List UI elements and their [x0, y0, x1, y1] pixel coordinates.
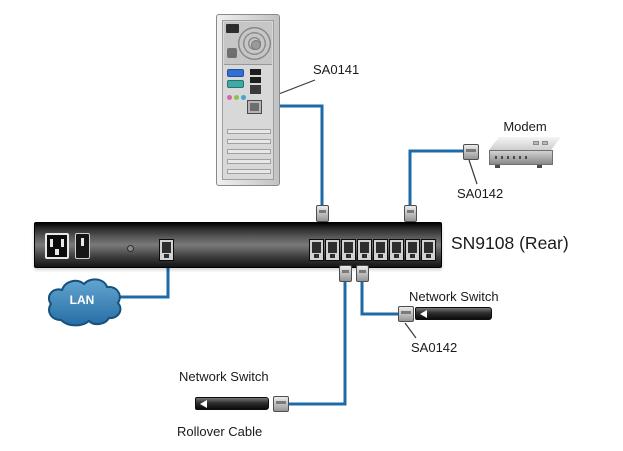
pointer-sa0142-modem [468, 159, 478, 185]
cable-device-to-rollover-switch [287, 276, 347, 406]
serial-port [227, 80, 244, 88]
cable-device-to-lan [112, 264, 170, 299]
network-switch-right-device [415, 307, 492, 320]
serial-port-4 [357, 239, 372, 261]
computer-tower [216, 14, 280, 186]
serial-port-7 [405, 239, 420, 261]
modem-foot [495, 165, 500, 168]
connector-computer-cable [316, 205, 329, 222]
lan-cloud-label: LAN [69, 293, 95, 307]
connector-sa0142-modem [463, 144, 479, 160]
network-switch-bottom-device [195, 397, 269, 410]
pointer-sa0142-switch [404, 322, 417, 339]
lan-port [159, 239, 174, 261]
modem-led-row [495, 156, 527, 159]
power-switch [75, 233, 90, 259]
connector-rollover-cable [339, 265, 352, 282]
label-network-switch-right: Network Switch [409, 289, 499, 304]
label-sa0142-switch: SA0142 [411, 340, 458, 355]
vent-slot [227, 159, 271, 164]
audio-jack [241, 95, 246, 100]
modem-foot [537, 165, 542, 168]
connector-modem-cable [404, 205, 417, 222]
label-sa0142-modem: SA0142 [457, 186, 504, 201]
serial-port-8 [421, 239, 436, 261]
usb-port [250, 77, 261, 83]
vent-slot [227, 129, 271, 134]
sn9108-device [34, 222, 442, 268]
label-network-switch-bottom: Network Switch [179, 369, 269, 384]
fan-grille-icon [238, 27, 271, 60]
arrow-left-icon [420, 310, 427, 318]
lan-cloud [47, 278, 122, 327]
connector-switch-cable [356, 265, 369, 282]
vent-slot [227, 139, 271, 144]
ethernet-port [250, 85, 261, 94]
psu-logo [227, 48, 237, 58]
serial-port-6 [389, 239, 404, 261]
power-pin [61, 239, 64, 247]
vent-slot [227, 169, 271, 174]
label-sa0141: SA0141 [313, 62, 360, 77]
cable-modem-to-device [408, 149, 464, 212]
modem-front-face [489, 150, 553, 165]
connector-rollover-end [273, 396, 289, 412]
serial-port-1 [309, 239, 324, 261]
usb-port [250, 69, 261, 75]
audio-jack [227, 95, 232, 100]
modem-device [489, 137, 561, 168]
serial-port-5 [373, 239, 388, 261]
power-inlet [226, 24, 239, 33]
label-rollover-cable: Rollover Cable [177, 424, 263, 439]
tower-rear-panel [222, 20, 274, 180]
vent-slot [227, 149, 271, 154]
label-device-name: SN9108 (Rear) [451, 233, 569, 253]
cable-device-to-network-switch [360, 276, 400, 316]
vga-port [227, 69, 244, 77]
modem-button [533, 141, 539, 145]
power-socket [45, 233, 69, 259]
audio-jack [234, 95, 239, 100]
serial-port-3 [341, 239, 356, 261]
connector-sa0142-switch [398, 306, 414, 322]
power-supply-section [224, 22, 272, 65]
grounding-screw [127, 245, 134, 252]
sa0141-port [247, 100, 262, 114]
serial-port-2 [325, 239, 340, 261]
modem-button [542, 141, 548, 145]
power-pin [50, 239, 53, 247]
modem-top-face [489, 137, 561, 150]
label-modem: Modem [503, 119, 547, 134]
power-pin [55, 249, 59, 255]
arrow-left-icon [200, 400, 207, 408]
